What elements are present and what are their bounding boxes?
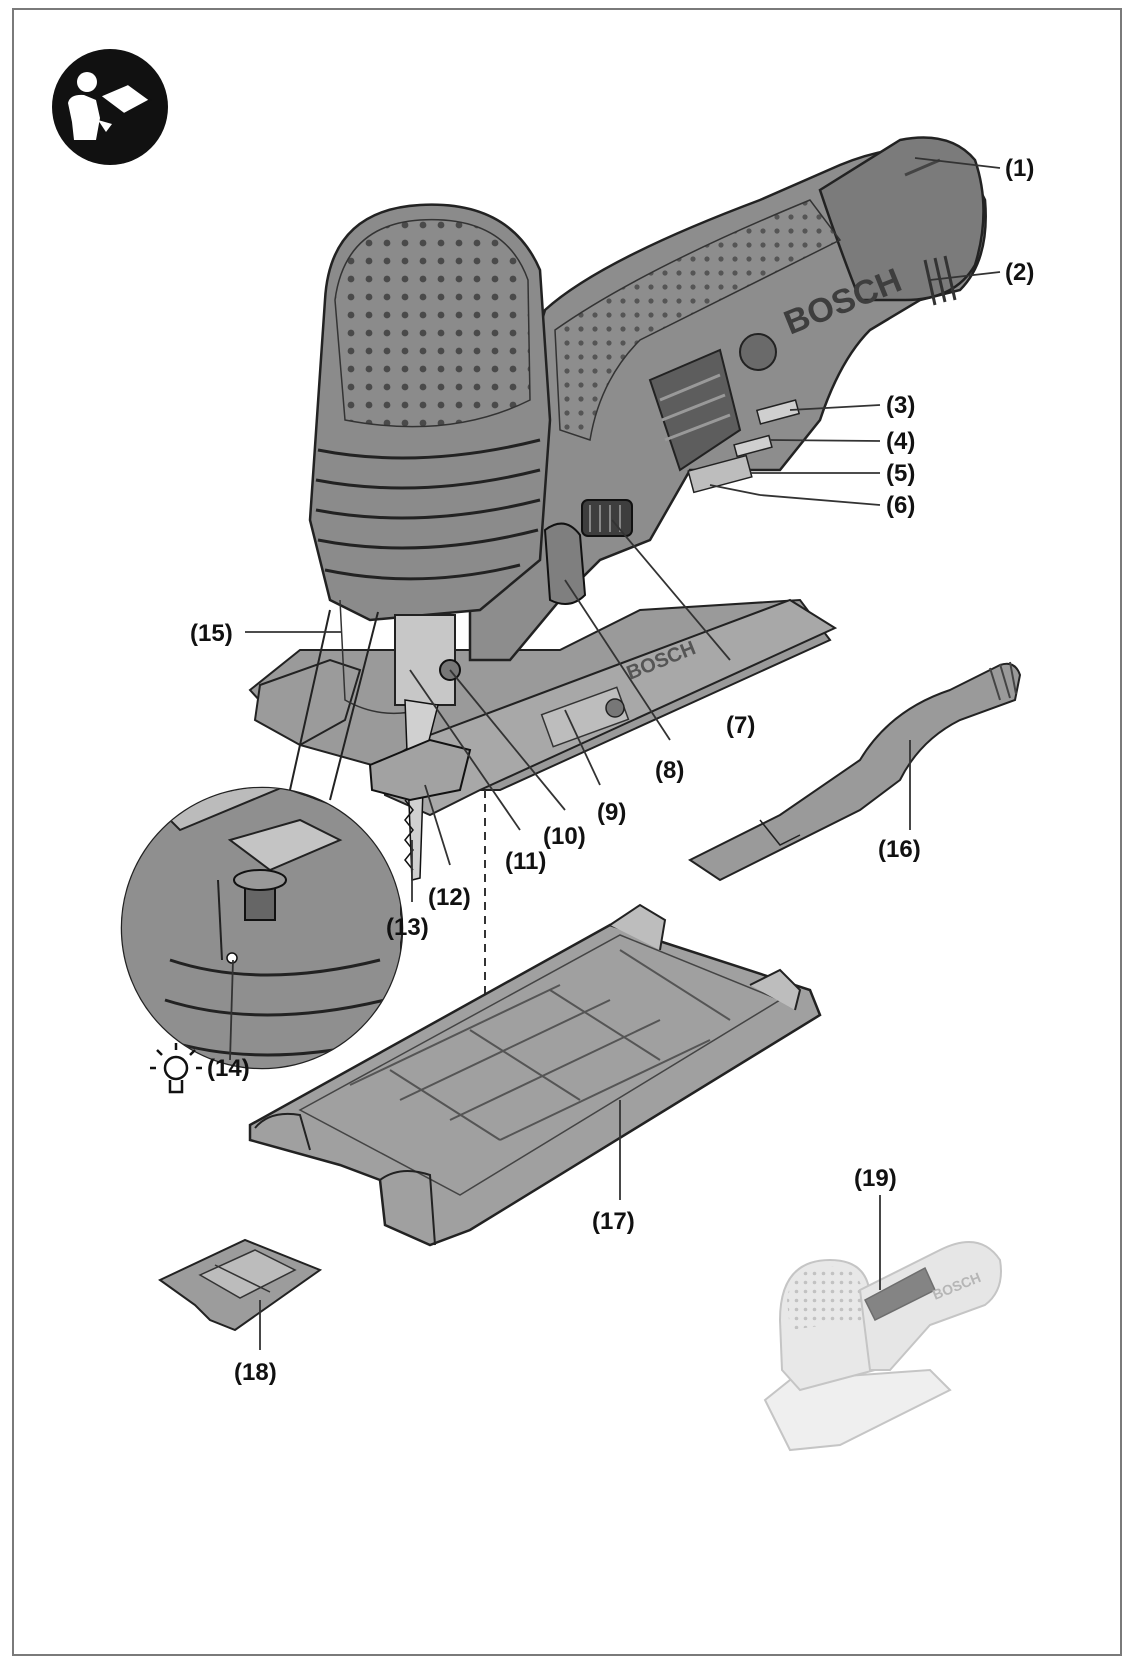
- label-3: (3): [886, 392, 915, 419]
- page-frame: [12, 8, 1122, 1656]
- jigsaw-body: BOSCH BOSCH: [248, 136, 987, 881]
- label-4: (4): [886, 428, 915, 455]
- read-manual-icon: [52, 49, 168, 165]
- leader-lines: [229, 157, 1001, 1350]
- lightbulb-icon: [150, 1043, 202, 1094]
- label-15: (15): [190, 620, 233, 647]
- label-18: (18): [234, 1359, 277, 1386]
- label-9: (9): [597, 799, 626, 826]
- label-12: (12): [428, 884, 471, 911]
- label-1: (1): [1005, 155, 1034, 182]
- label-16: (16): [878, 836, 921, 863]
- label-5: (5): [886, 460, 915, 487]
- label-11: (11): [505, 848, 546, 875]
- detail-magnifier: [120, 609, 404, 1070]
- callout-labels: (1) (2) (3) (4) (5) (6) (7) (8) (9) (10)…: [190, 155, 1034, 1386]
- label-10: (10): [543, 823, 586, 850]
- label-17: (17): [592, 1208, 635, 1235]
- base-plate-cover: [248, 903, 822, 1247]
- reference-jigsaw: BOSCH: [763, 1241, 1002, 1452]
- label-19: (19): [854, 1165, 897, 1192]
- label-8: (8): [655, 757, 684, 784]
- dust-adapter: [688, 661, 1022, 882]
- label-2: (2): [1005, 259, 1034, 286]
- label-7: (7): [726, 712, 755, 739]
- label-13: (13): [386, 914, 429, 941]
- label-14: (14): [207, 1055, 250, 1082]
- anti-splinter-insert: [158, 1238, 323, 1332]
- label-6: (6): [886, 492, 915, 519]
